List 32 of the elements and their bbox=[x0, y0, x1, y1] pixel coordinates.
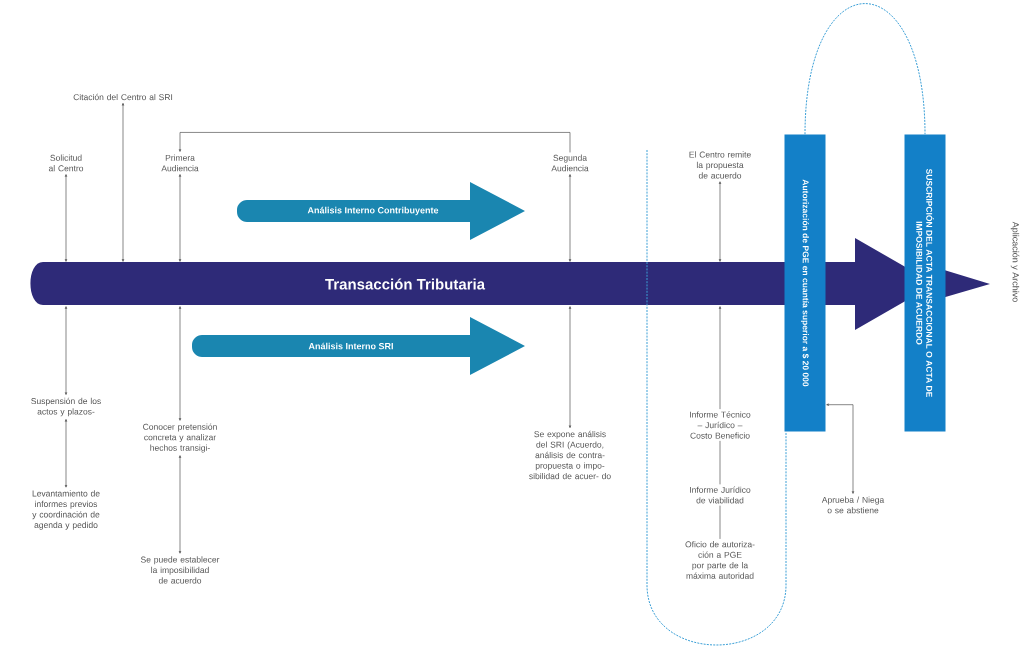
step-text: Informe Técnico – Jurídico – Costo Beneficio bbox=[690, 411, 751, 439]
connector-arrow bbox=[64, 419, 68, 488]
connector-arrow bbox=[64, 174, 68, 262]
connector-arrow bbox=[568, 306, 572, 429]
dashed-connector bbox=[646, 149, 787, 646]
dashed-connector bbox=[804, 3, 926, 135]
step-text: Segunda Audiencia bbox=[551, 154, 589, 172]
step-text: Citación del Centro al SRI bbox=[73, 93, 173, 101]
connector-arrow bbox=[121, 102, 125, 262]
connector-arrow bbox=[178, 455, 182, 554]
step-text: Informe Jurídico de viabilidad bbox=[690, 486, 751, 504]
step-text: Conocer pretensión concreta y analizar hechos transigi- bbox=[143, 423, 217, 453]
step-text: El Centro remite la propuesta de acuerdo bbox=[689, 151, 751, 179]
connector-arrow bbox=[718, 306, 722, 410]
step-text: Se expone análisis del SRI (Acuerdo, análisis de contra- propuesta o impo- sibilidad de acuer- do bbox=[529, 430, 611, 480]
connector-arrow bbox=[178, 174, 182, 262]
step-text: Primera Audiencia bbox=[161, 154, 199, 172]
connector-arrow bbox=[718, 181, 722, 262]
step-text: Aprueba / Niega o se abstiene bbox=[821, 496, 885, 514]
step-text: Suspensión de los actos y plazos- bbox=[31, 397, 101, 417]
step-text: Oficio de autoriza- ción a PGE por parte de la máxima autoridad bbox=[685, 541, 755, 579]
connector-arrow bbox=[64, 306, 68, 395]
side-label: Aplicación y Archivo bbox=[1010, 221, 1020, 302]
connector-arrow bbox=[178, 132, 571, 153]
step-text: Solicitud al Centro bbox=[48, 154, 84, 172]
step-text: Se puede establecer la imposibilidad de acuerdo bbox=[140, 556, 220, 584]
connector-arrow bbox=[178, 306, 182, 421]
step-text: Levantamiento de informes previos y coordinación de agenda y pedido bbox=[32, 490, 100, 530]
connector-arrow bbox=[826, 403, 855, 494]
stage-bar: SUSCRIPCIÓN DEL ACTA TRANSACCIONAL O ACTA DE IMPOSIBILIDAD DE ACUERDO bbox=[904, 134, 946, 432]
connector-arrow bbox=[568, 174, 572, 262]
stage-bar: Autorización de PGE en cuantía superior a $ 20 000 bbox=[784, 134, 826, 432]
